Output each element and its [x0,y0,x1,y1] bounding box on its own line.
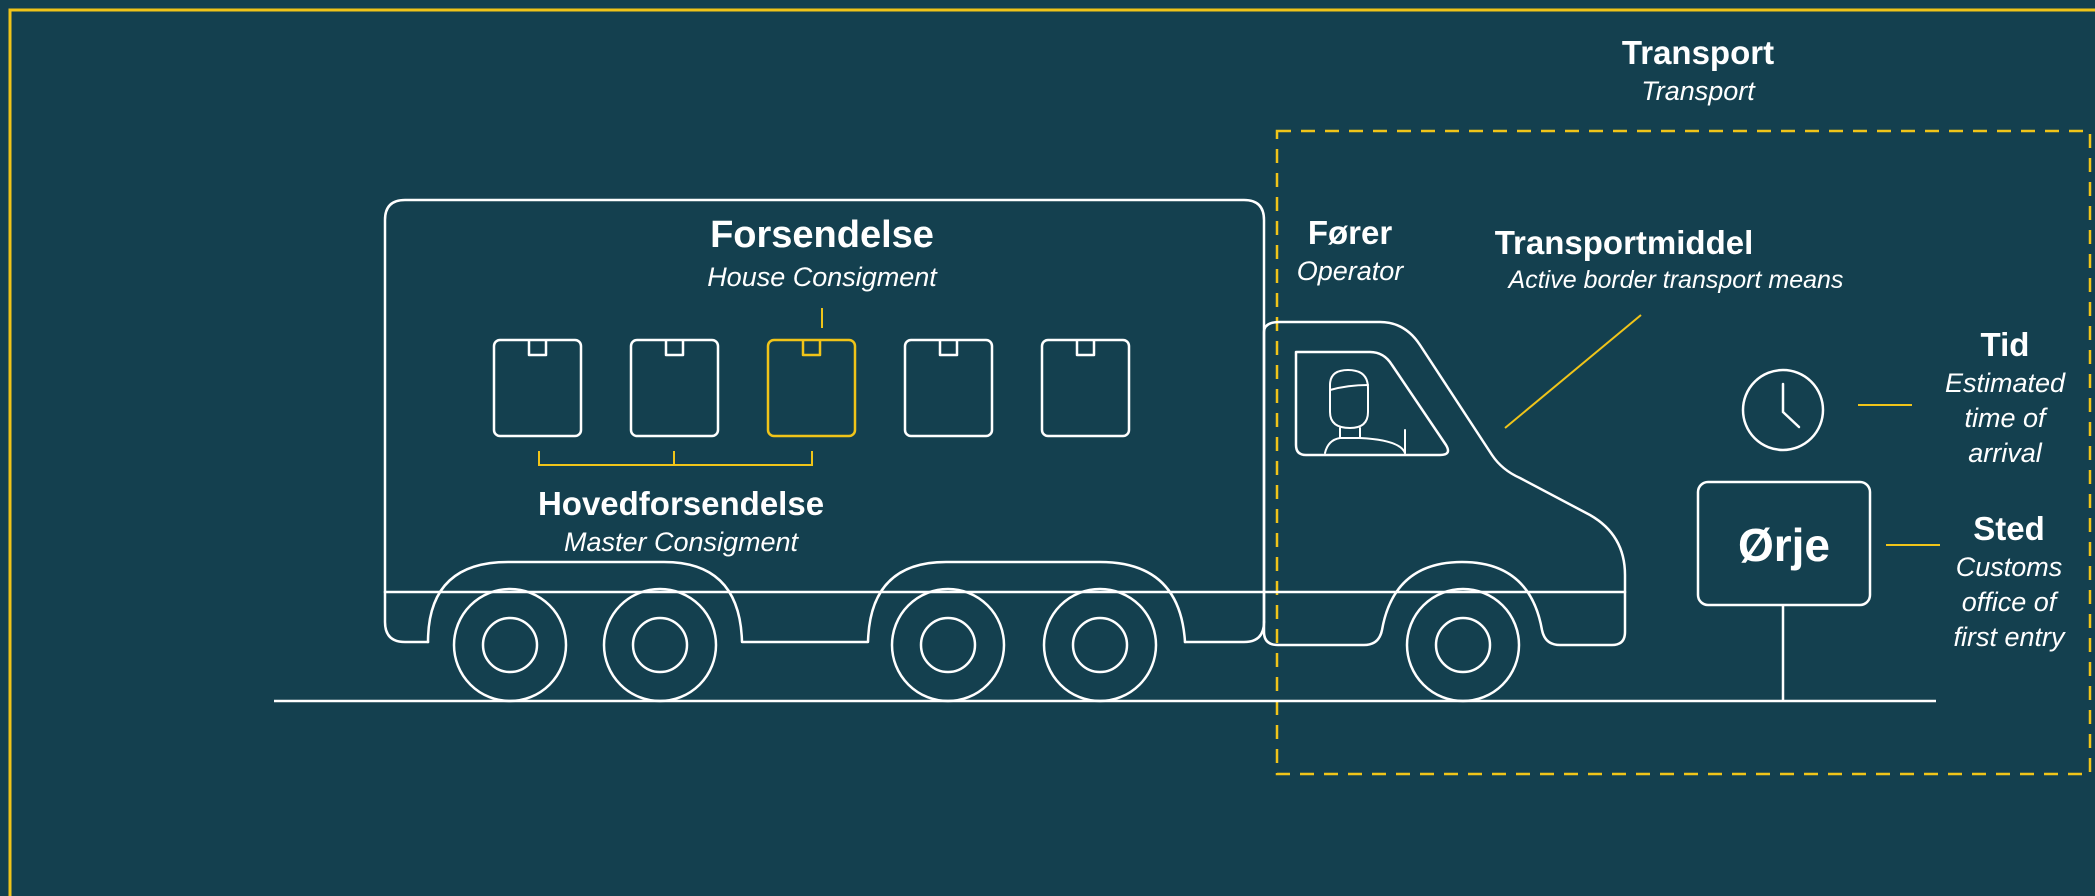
operator-subtitle: Operator [1250,256,1450,287]
clock-icon [1743,370,1823,450]
sign-text: Ørje [1698,518,1870,572]
outer-frame [10,10,2095,896]
place-line-3: first entry [1924,622,2094,653]
package-icon [1042,340,1129,436]
packages-group [494,340,1129,436]
package-icon [905,340,992,436]
wheel-hub [633,618,687,672]
time-title: Tid [1920,326,2090,364]
wheel-hub [483,618,537,672]
trailer-wheel-arches [428,562,1185,642]
package-icon [768,340,855,436]
master-consignment-title: Hovedforsendelse [481,485,881,523]
place-line-2: office of [1924,587,2094,618]
trailer-bumper-right [1185,622,1264,642]
transport-means-title: Transportmiddel [1424,224,1824,262]
time-line-2: time of [1920,403,2090,434]
driver-icon [1325,370,1405,453]
operator-title: Fører [1250,214,1450,252]
transport-subtitle: Transport [1598,76,1798,107]
trailer-bumper-left [385,592,428,642]
time-line-3: arrival [1920,438,2090,469]
transport-title: Transport [1598,34,1798,72]
cab [1264,322,1625,645]
wheel-hub [1073,618,1127,672]
master-consignment-bracket [539,451,812,465]
wheel [604,589,716,701]
wheel [1044,589,1156,701]
place-line-1: Customs [1924,552,2094,583]
package-icon [494,340,581,436]
transport-means-subtitle: Active border transport means [1476,266,1876,295]
signpost-icon [1698,482,1870,701]
time-line-1: Estimated [1920,368,2090,399]
wheel-hub [1436,618,1490,672]
package-icon [631,340,718,436]
place-title: Sted [1924,510,2094,548]
transport-means-connector [1505,315,1641,428]
consignment-title: Forsendelse [622,214,1022,257]
master-consignment-subtitle: Master Consigment [481,527,881,558]
wheel [1407,589,1519,701]
wheel [454,589,566,701]
wheel-hub [921,618,975,672]
consignment-subtitle: House Consigment [622,262,1022,293]
wheel [892,589,1004,701]
